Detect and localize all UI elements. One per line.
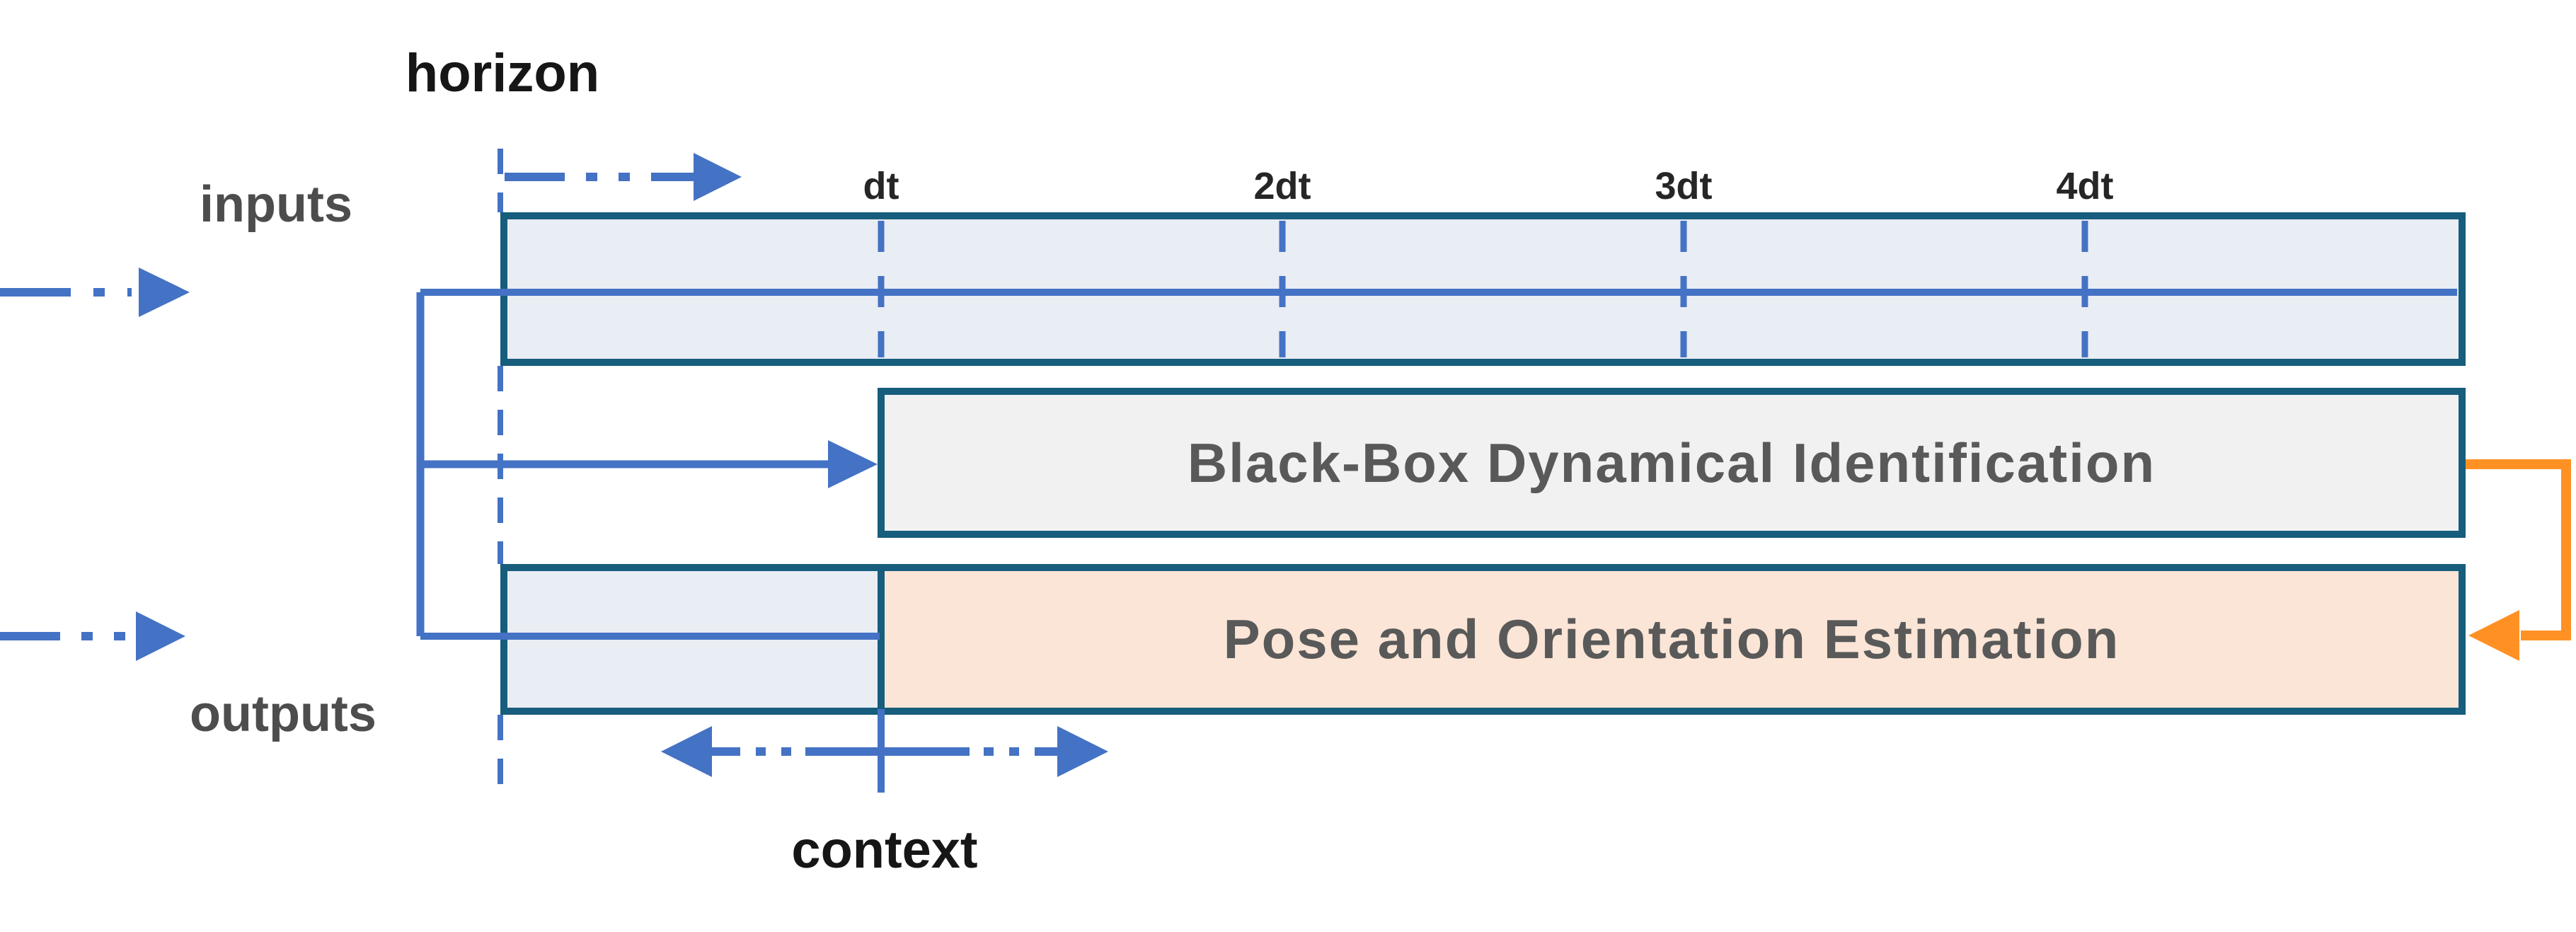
tick-label-3dt: 3dt: [1655, 165, 1713, 207]
identification-title: Black-Box Dynamical Identification: [1187, 431, 2156, 494]
output-flow-arrow: [0, 611, 185, 661]
arrowhead-right-icon: [139, 267, 190, 317]
arrowhead-left-icon: [661, 726, 712, 777]
tick-label-4dt: 4dt: [2056, 165, 2114, 207]
inputs-label: inputs: [200, 176, 352, 233]
estimation-box: Pose and Orientation Estimation: [878, 564, 2466, 715]
feedback-connector: [2466, 459, 2571, 661]
context-extent-arrow: [661, 709, 1108, 793]
tick-label-dt: dt: [863, 165, 899, 207]
outputs-label: outputs: [190, 686, 376, 742]
input-flow-arrow: [0, 267, 190, 317]
horizon-label: horizon: [405, 43, 600, 103]
arrowhead-right-icon: [828, 440, 878, 488]
identification-input-arrow: [420, 440, 878, 488]
identification-box: Black-Box Dynamical Identification: [878, 388, 2466, 538]
horizon-advance-arrow: [505, 153, 742, 201]
estimation-title: Pose and Orientation Estimation: [1223, 608, 2120, 670]
arrowhead-right-icon: [694, 153, 742, 201]
arrowhead-right-icon: [136, 611, 185, 661]
arrowhead-right-icon: [1057, 726, 1108, 777]
tick-label-2dt: 2dt: [1253, 165, 1311, 207]
arrowhead-left-icon: [2468, 610, 2519, 661]
context-label: context: [791, 820, 978, 879]
